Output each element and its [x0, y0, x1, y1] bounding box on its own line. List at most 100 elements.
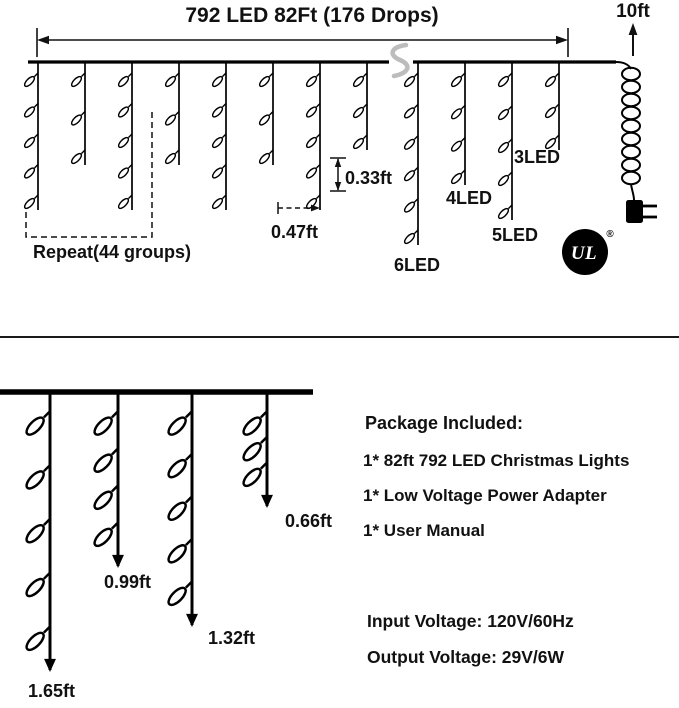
wire-break-mark — [389, 42, 413, 79]
package-included-title: Package Included: — [365, 413, 524, 433]
light-bulb-icon — [403, 103, 419, 119]
light-bulb-icon — [70, 72, 86, 88]
light-bulb-icon — [242, 461, 268, 488]
drop-6led-label: 6LED — [394, 255, 440, 275]
drop-length-066-label: 0.66ft — [285, 511, 332, 531]
light-bulb-icon — [352, 134, 368, 150]
light-bulb-icon — [305, 133, 321, 149]
light-bulb-icon — [211, 133, 227, 149]
drop-3led-label: 3LED — [514, 147, 560, 167]
light-bulb-icon — [117, 194, 133, 210]
light-bulb-icon — [258, 149, 274, 165]
light-bulb-icon — [117, 103, 133, 118]
light-bulb-icon — [497, 204, 513, 220]
light-bulb-icon — [403, 72, 419, 88]
light-bulb-icon — [497, 171, 513, 187]
ul-certification-badge: UL ® — [562, 229, 614, 275]
light-bulb-icon — [258, 72, 274, 88]
light-bulb-icon — [93, 410, 119, 436]
light-bulb-icon — [93, 521, 119, 548]
repeat-group-bracket — [25, 112, 153, 238]
light-bulb-icon — [117, 164, 133, 179]
input-voltage-text: Input Voltage: 120V/60Hz — [367, 611, 574, 631]
light-bulb-icon — [450, 137, 466, 152]
drop-5led-label: 5LED — [492, 225, 538, 245]
lead-wire-dimension — [628, 23, 638, 56]
drop-length-detail-diagram: 1.65ft 0.99ft 1.32ft 0.66ft — [0, 389, 332, 701]
light-bulb-icon — [544, 72, 560, 88]
light-bulb-icon — [23, 72, 39, 88]
light-bulb-icon — [544, 134, 560, 150]
light-bulb-icon — [450, 72, 466, 88]
light-bulb-icon — [403, 198, 419, 213]
diagram-title: 792 LED 82Ft (176 Drops) — [185, 4, 438, 27]
light-bulb-icon — [352, 103, 368, 119]
light-bulb-icon — [25, 625, 51, 652]
bulb-spacing-dimension — [330, 157, 346, 192]
light-bulb-icon — [211, 103, 227, 118]
power-plug-icon — [626, 200, 657, 223]
repeat-label: Repeat(44 groups) — [33, 242, 191, 262]
light-bulb-icon — [305, 164, 321, 179]
light-bulb-icon — [25, 464, 51, 490]
light-drop — [544, 62, 560, 150]
light-bulb-icon — [23, 103, 39, 118]
ul-registered-symbol: ® — [606, 229, 614, 240]
light-bulb-icon — [164, 72, 180, 88]
drop-length-132-label: 1.32ft — [208, 628, 255, 648]
light-bulb-icon — [93, 447, 119, 473]
package-item-adapter: 1* Low Voltage Power Adapter — [363, 486, 607, 505]
light-drop — [23, 62, 39, 210]
light-bulb-icon — [167, 452, 193, 479]
light-drop — [305, 62, 321, 210]
output-voltage-text: Output Voltage: 29V/6W — [367, 647, 565, 667]
light-bulb-icon — [23, 133, 39, 149]
light-bulb-icon — [23, 194, 39, 210]
light-drop — [117, 62, 133, 210]
light-drop — [167, 392, 198, 627]
lead-length-label: 10ft — [616, 1, 650, 22]
overall-length-dimension — [36, 28, 569, 57]
drop-spacing-dimension — [277, 202, 320, 214]
light-bulb-icon — [167, 495, 193, 522]
light-bulb-icon — [25, 410, 51, 436]
light-drop — [450, 62, 466, 185]
light-drop — [242, 392, 273, 508]
light-drop — [258, 62, 274, 165]
light-bulb-icon — [305, 103, 321, 118]
light-bulb-icon — [403, 166, 419, 182]
light-bulb-icon — [403, 135, 419, 150]
light-bulb-icon — [25, 571, 51, 598]
light-bulb-icon — [497, 72, 513, 88]
light-drops-detail-group — [25, 392, 273, 672]
light-drops-group — [23, 62, 560, 245]
light-bulb-icon — [93, 484, 119, 511]
light-bulb-icon — [164, 111, 180, 126]
bulb-spacing-label: 0.33ft — [345, 168, 392, 188]
coiled-wire — [615, 61, 641, 201]
light-bulb-icon — [117, 133, 133, 149]
light-drop — [403, 62, 419, 245]
light-drop — [70, 62, 86, 165]
drop-4led-label: 4LED — [446, 188, 492, 208]
light-bulb-icon — [450, 169, 466, 185]
light-bulb-icon — [403, 229, 419, 245]
light-bulb-icon — [352, 72, 368, 88]
light-bulb-icon — [70, 149, 86, 165]
light-drop — [497, 62, 513, 220]
light-bulb-icon — [23, 164, 39, 179]
light-drop — [25, 392, 56, 672]
package-item-manual: 1* User Manual — [363, 521, 485, 540]
package-item-lights: 1* 82ft 792 LED Christmas Lights — [363, 451, 630, 470]
light-bulb-icon — [497, 105, 513, 121]
light-bulb-icon — [211, 164, 227, 179]
drop-length-099-label: 0.99ft — [104, 572, 151, 592]
light-drop — [164, 62, 180, 165]
light-bulb-icon — [167, 410, 193, 436]
light-bulb-icon — [544, 103, 560, 119]
light-bulb-icon — [70, 111, 86, 126]
light-bulb-icon — [497, 138, 513, 154]
light-bulb-icon — [211, 194, 227, 210]
light-bulb-icon — [167, 580, 193, 607]
